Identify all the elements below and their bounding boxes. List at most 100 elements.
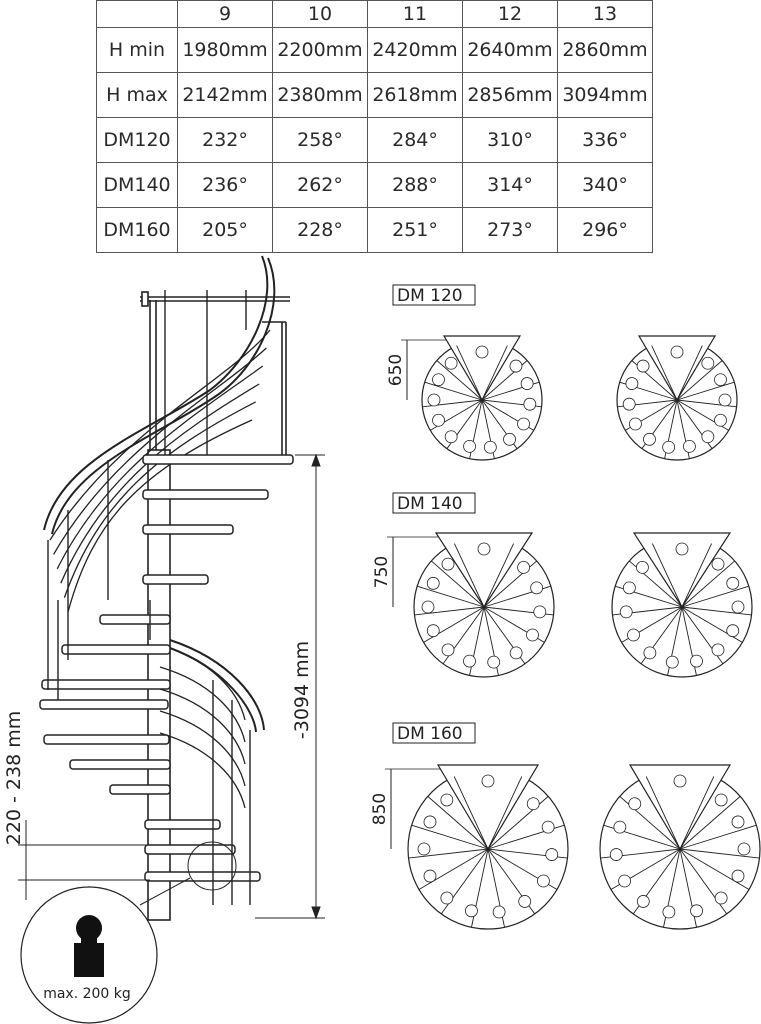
step-number-marker bbox=[432, 413, 445, 427]
step-number-marker bbox=[432, 373, 445, 387]
step-number-marker bbox=[726, 576, 740, 590]
tread-line bbox=[481, 345, 508, 401]
tread-line bbox=[652, 543, 683, 608]
tread-line bbox=[651, 345, 678, 401]
stair-tread bbox=[142, 574, 209, 585]
step-number-marker bbox=[618, 874, 631, 888]
step-number-marker bbox=[477, 542, 491, 556]
step-number-marker bbox=[662, 905, 676, 919]
step-number-marker bbox=[520, 377, 534, 390]
step-number-marker bbox=[441, 557, 455, 571]
column-header: 11 bbox=[367, 0, 463, 28]
plan-circle bbox=[616, 335, 738, 461]
stair-tread bbox=[39, 699, 169, 710]
step-number-marker bbox=[530, 581, 544, 595]
step-number-marker bbox=[545, 848, 559, 861]
stair-tread bbox=[142, 454, 294, 465]
tread-line bbox=[681, 606, 752, 616]
table-cell: 296° bbox=[557, 207, 653, 253]
table-cell: 262° bbox=[272, 162, 368, 208]
height-label: -3094 mm bbox=[291, 641, 313, 739]
step-number-marker bbox=[690, 904, 703, 918]
table-cell: 3094mm bbox=[557, 72, 653, 118]
step-number-marker bbox=[440, 793, 454, 807]
table-cell: 251° bbox=[367, 207, 463, 253]
rail-curve bbox=[53, 347, 267, 555]
plan-title-box bbox=[392, 284, 476, 306]
tread-line bbox=[456, 345, 483, 401]
step-number-marker bbox=[441, 643, 455, 657]
step-number-marker bbox=[636, 359, 650, 373]
table-cell: 232° bbox=[177, 117, 273, 163]
step-number-marker bbox=[622, 581, 636, 595]
step-number-marker bbox=[673, 774, 687, 788]
step-number-marker bbox=[665, 655, 679, 669]
step-number-marker bbox=[714, 891, 728, 905]
stair-steps bbox=[39, 454, 294, 882]
stair-tread bbox=[144, 819, 221, 830]
table-cell: 2380mm bbox=[272, 72, 368, 118]
tread-line bbox=[681, 560, 736, 608]
step-number-marker bbox=[533, 605, 547, 619]
step-number-marker bbox=[609, 848, 623, 861]
stair-tread bbox=[142, 489, 269, 500]
step-number-marker bbox=[701, 430, 715, 444]
table-cell: 2618mm bbox=[367, 72, 463, 118]
plan-dimension-label: 850 bbox=[370, 793, 390, 825]
load-label: max. 200 kg bbox=[43, 986, 131, 1002]
tread-line bbox=[430, 560, 485, 608]
rail-curve bbox=[49, 329, 271, 541]
step-number-marker bbox=[526, 797, 540, 811]
landing-triangle bbox=[637, 335, 717, 402]
tread-line bbox=[679, 776, 715, 850]
rise-label: 220 - 238 mm bbox=[3, 711, 25, 846]
step-number-marker bbox=[423, 815, 437, 829]
step-number-marker bbox=[492, 905, 506, 919]
landing-triangle bbox=[632, 532, 732, 609]
step-number-marker bbox=[731, 600, 745, 614]
step-number-marker bbox=[537, 874, 550, 888]
tread-line bbox=[414, 606, 485, 616]
step-number-marker bbox=[518, 895, 532, 908]
rail-curve bbox=[159, 666, 246, 743]
table-cell: 288° bbox=[367, 162, 463, 208]
step-number-marker bbox=[643, 646, 657, 660]
step-number-marker bbox=[444, 356, 458, 370]
plan-circle bbox=[407, 764, 569, 930]
weight-icon bbox=[74, 915, 104, 977]
tread-line bbox=[417, 585, 485, 608]
step-number-marker bbox=[731, 869, 745, 883]
table-cell: 314° bbox=[462, 162, 558, 208]
step-number-marker bbox=[465, 904, 478, 918]
plan-title: DM 140 bbox=[397, 494, 463, 514]
step-number-marker bbox=[711, 643, 725, 657]
step-number-marker bbox=[481, 774, 495, 788]
step-number-marker bbox=[517, 417, 530, 431]
stair-tread bbox=[69, 759, 171, 770]
step-number-marker bbox=[444, 430, 458, 444]
step-number-marker bbox=[675, 542, 689, 556]
table-cell: 2420mm bbox=[367, 27, 463, 73]
height-dimension bbox=[255, 453, 325, 920]
step-number-marker bbox=[711, 557, 725, 571]
step-number-marker bbox=[714, 793, 728, 807]
table-cell: 284° bbox=[367, 117, 463, 163]
plan-circle bbox=[413, 532, 555, 678]
step-number-marker bbox=[483, 440, 497, 454]
landing-triangle bbox=[628, 764, 732, 851]
step-number-marker bbox=[683, 439, 696, 453]
tread-line bbox=[645, 776, 681, 850]
step-number-marker bbox=[526, 628, 539, 642]
tread-line bbox=[681, 543, 712, 608]
tread-line bbox=[436, 360, 483, 401]
step-number-marker bbox=[509, 646, 523, 660]
plan-circle bbox=[611, 532, 753, 678]
stair-tread bbox=[144, 871, 261, 882]
plan-circle bbox=[599, 764, 761, 930]
step-number-marker bbox=[731, 815, 745, 829]
rail-curve bbox=[159, 732, 246, 809]
step-number-marker bbox=[737, 842, 751, 856]
step-number-marker bbox=[670, 345, 684, 359]
